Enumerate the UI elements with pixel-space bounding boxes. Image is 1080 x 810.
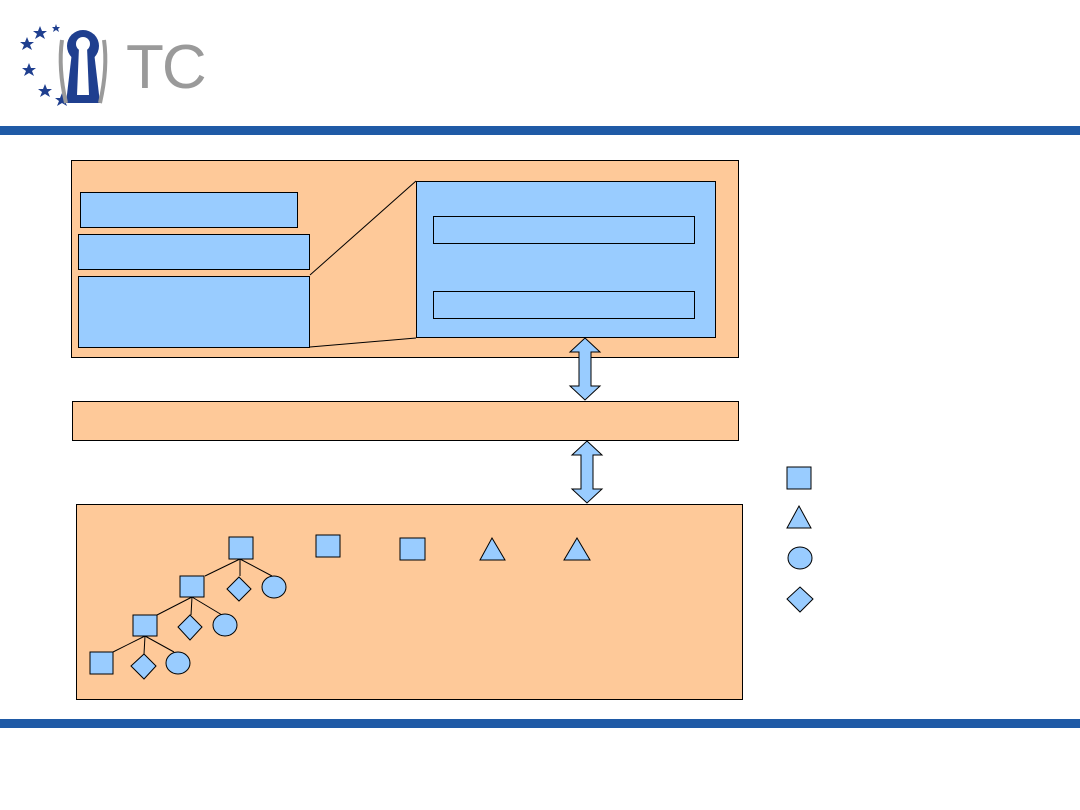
detail-inner-box-2 xyxy=(433,291,695,319)
legend-square-icon xyxy=(786,466,812,490)
circle-icon xyxy=(212,613,238,637)
legend xyxy=(786,466,814,613)
legend-circle-icon xyxy=(787,546,813,570)
square-icon xyxy=(228,536,254,560)
square-icon xyxy=(132,614,158,637)
detail-inner-box-1 xyxy=(433,216,695,244)
logo-text: TC xyxy=(126,33,207,102)
double-arrow-icon xyxy=(568,337,602,401)
logo xyxy=(20,24,108,106)
upper-box-1 xyxy=(80,192,298,228)
footer-bar xyxy=(0,719,1080,728)
star-icon xyxy=(20,24,69,106)
upper-box-3 xyxy=(78,276,310,348)
upper-box-2 xyxy=(78,234,310,270)
double-arrow-icon xyxy=(570,440,604,504)
circle-icon xyxy=(165,651,191,675)
zoom-line-bottom xyxy=(309,337,417,348)
square-icon xyxy=(315,534,341,558)
diamond-icon xyxy=(226,576,252,602)
square-icon xyxy=(179,575,205,598)
tree-lines xyxy=(112,558,273,655)
diamond-icon xyxy=(130,653,157,680)
legend-triangle-icon xyxy=(786,504,812,529)
square-icon xyxy=(89,651,114,675)
legend-diamond-icon xyxy=(786,586,814,613)
zoom-line-top xyxy=(309,180,417,276)
keyhole-icon xyxy=(58,30,108,104)
middle-layer xyxy=(72,401,739,441)
circle-icon xyxy=(261,575,287,599)
triangle-icon xyxy=(479,536,506,561)
diamond-icon xyxy=(177,614,203,641)
header-bar xyxy=(0,126,1080,135)
square-icon xyxy=(399,537,426,561)
triangle-icon xyxy=(563,537,591,561)
